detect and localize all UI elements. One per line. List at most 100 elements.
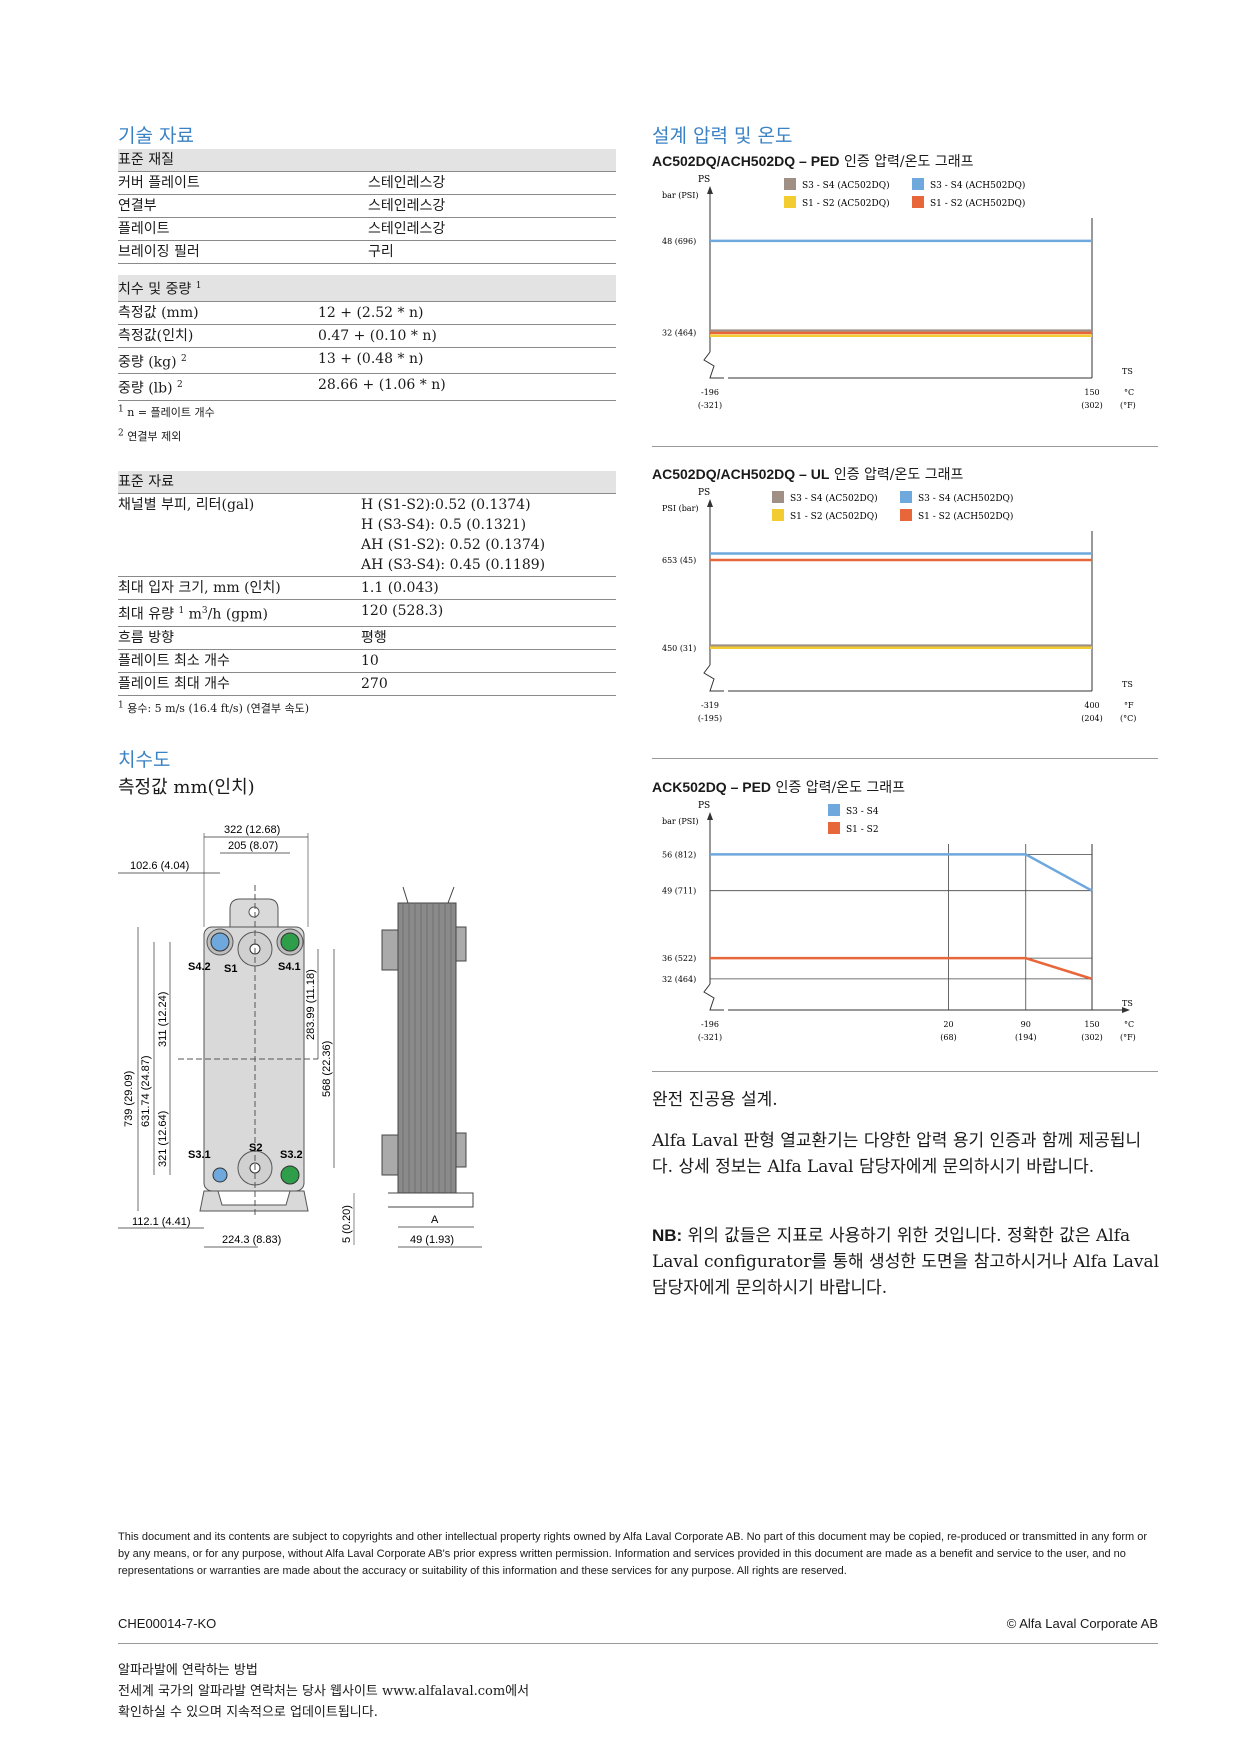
legend-swatch (772, 509, 784, 521)
table-row: 측정값 (mm)12 + (2.52 * n) (118, 301, 616, 325)
legend-swatch (912, 196, 924, 208)
contact-info: 알파라발에 연락하는 방법 전세계 국가의 알파라발 연락처는 당사 웹사이트 … (118, 1663, 530, 1720)
divider (118, 1643, 1158, 1644)
svg-text:739 (29.09): 739 (29.09) (123, 1071, 135, 1127)
y-unit-label: PSI (bar) (662, 504, 699, 513)
x-tick-label: 90 (1021, 1020, 1031, 1029)
vacuum-text: 완전 진공용 설계. (652, 1090, 778, 1110)
dimensions-note-2: 2 연결부 제외 (118, 428, 182, 443)
axis-break (703, 351, 724, 379)
y-tick-label: 653 (45) (662, 556, 696, 565)
technical-data-heading: 기술 자료 (118, 125, 194, 147)
legend-swatch (772, 491, 784, 503)
x-tick-label: 150 (1084, 1020, 1099, 1029)
materials-header: 표준 재질 (118, 149, 616, 172)
y-axis-arrow (707, 499, 713, 507)
svg-text:283.99 (11.18): 283.99 (11.18) (305, 969, 317, 1040)
x-axis-label: TS (1122, 367, 1133, 376)
port-s41-icon (280, 932, 300, 952)
y-axis-label: PS (698, 801, 710, 811)
y-axis-label: PS (698, 488, 710, 498)
svg-text:A: A (431, 1214, 439, 1226)
y-unit-label: bar (PSI) (662, 191, 699, 200)
dimensions-note-1: 1 n = 플레이트 개수 (118, 404, 215, 419)
dimensions-header: 치수 및 중량 1 (118, 275, 616, 302)
legend-swatch (900, 491, 912, 503)
x-tick-sublabel: (-321) (698, 1033, 722, 1042)
legend-label: S3 - S4 (ACH502DQ) (930, 180, 1025, 191)
legend-swatch (828, 804, 840, 816)
legend-swatch (784, 178, 796, 190)
legend-swatch (912, 178, 924, 190)
certification-paragraph: Alfa Laval 판형 열교환기는 다양한 압력 용기 인증과 함께 제공됩… (652, 1131, 1142, 1177)
x-tick-sublabel: (302) (1081, 401, 1103, 410)
legend-label: S1 - S2 (846, 825, 879, 835)
svg-text:S3.1: S3.1 (188, 1149, 211, 1161)
x-tick-label: -319 (701, 701, 719, 710)
divider (652, 758, 1158, 759)
document-code: CHE00014-7-KO (118, 1616, 217, 1631)
x-axis-label: TS (1122, 680, 1133, 689)
x-tick-label: -196 (701, 1020, 719, 1029)
x-tick-sublabel: (204) (1081, 714, 1103, 723)
x-axis-arrow (1122, 1007, 1130, 1013)
svg-text:321 (12.64): 321 (12.64) (157, 1111, 169, 1167)
dimension-drawing: S4.2 S1 S4.1 S2 S3.1 S3.2 322 (12.68) 20… (118, 824, 482, 1248)
table-row: 최대 유량 1 m3/h (gpm)120 (528.3) (118, 599, 616, 627)
y-axis-arrow (707, 812, 713, 820)
port-s42-icon (210, 932, 230, 952)
legend-label: S3 - S4 (ACH502DQ) (918, 493, 1013, 504)
y-unit-label: bar (PSI) (662, 817, 699, 826)
divider (652, 446, 1158, 447)
series-line (710, 853, 1093, 892)
svg-text:205 (8.07): 205 (8.07) (228, 840, 278, 852)
svg-text:S1: S1 (224, 963, 237, 975)
legend-swatch (828, 822, 840, 834)
svg-text:5 (0.20): 5 (0.20) (341, 1205, 353, 1243)
x-tick-label: 150 (1084, 388, 1099, 397)
y-axis-arrow (707, 186, 713, 194)
dimensions-table: 치수 및 중량 1 측정값 (mm)12 + (2.52 * n) 측정값(인치… (118, 275, 616, 401)
x-axis-label: TS (1122, 999, 1133, 1008)
svg-text:112.1 (4.41): 112.1 (4.41) (132, 1216, 191, 1228)
x-unit-label: °C (1124, 388, 1134, 397)
port-s32-icon (280, 1165, 300, 1185)
svg-text:631.74 (24.87): 631.74 (24.87) (140, 1055, 152, 1127)
legend-label: S1 - S2 (ACH502DQ) (918, 511, 1013, 522)
legend-swatch (784, 196, 796, 208)
copyright-disclaimer: This document and its contents are subje… (118, 1531, 1148, 1577)
axis-break (703, 664, 724, 692)
legend-label: S1 - S2 (ACH502DQ) (930, 198, 1025, 209)
y-tick-label: 450 (31) (662, 644, 696, 653)
legend-label: S3 - S4 (AC502DQ) (802, 180, 890, 191)
svg-text:102.6 (4.04): 102.6 (4.04) (130, 860, 189, 872)
legend-swatch (900, 509, 912, 521)
y-tick-label: 36 (522) (662, 954, 696, 963)
chart-3-title: ACK502DQ – PED 인증 압력/온도 그래프 (652, 779, 906, 796)
table-row: 측정값(인치)0.47 + (0.10 * n) (118, 324, 616, 348)
y-tick-label: 32 (464) (662, 975, 696, 984)
x-tick-label: 20 (943, 1020, 953, 1029)
x-unit-label: °F (1124, 701, 1134, 710)
y-tick-label: 56 (812) (662, 850, 696, 859)
legend-label: S3 - S4 (846, 807, 879, 817)
svg-text:S4.2: S4.2 (188, 961, 211, 973)
nb-paragraph: NB: 위의 값들은 지표로 사용하기 위한 것입니다. 정확한 값은 Alfa… (652, 1226, 1160, 1298)
x-unit-sublabel: (°C) (1120, 714, 1136, 723)
svg-text:224.3 (8.83): 224.3 (8.83) (222, 1234, 281, 1246)
x-tick-label: -196 (701, 388, 719, 397)
svg-text:311 (12.24): 311 (12.24) (157, 992, 169, 1047)
axis-break (703, 983, 724, 1011)
chart-2-title: AC502DQ/ACH502DQ – UL 인증 압력/온도 그래프 (652, 466, 964, 483)
svg-text:S2: S2 (249, 1142, 262, 1154)
